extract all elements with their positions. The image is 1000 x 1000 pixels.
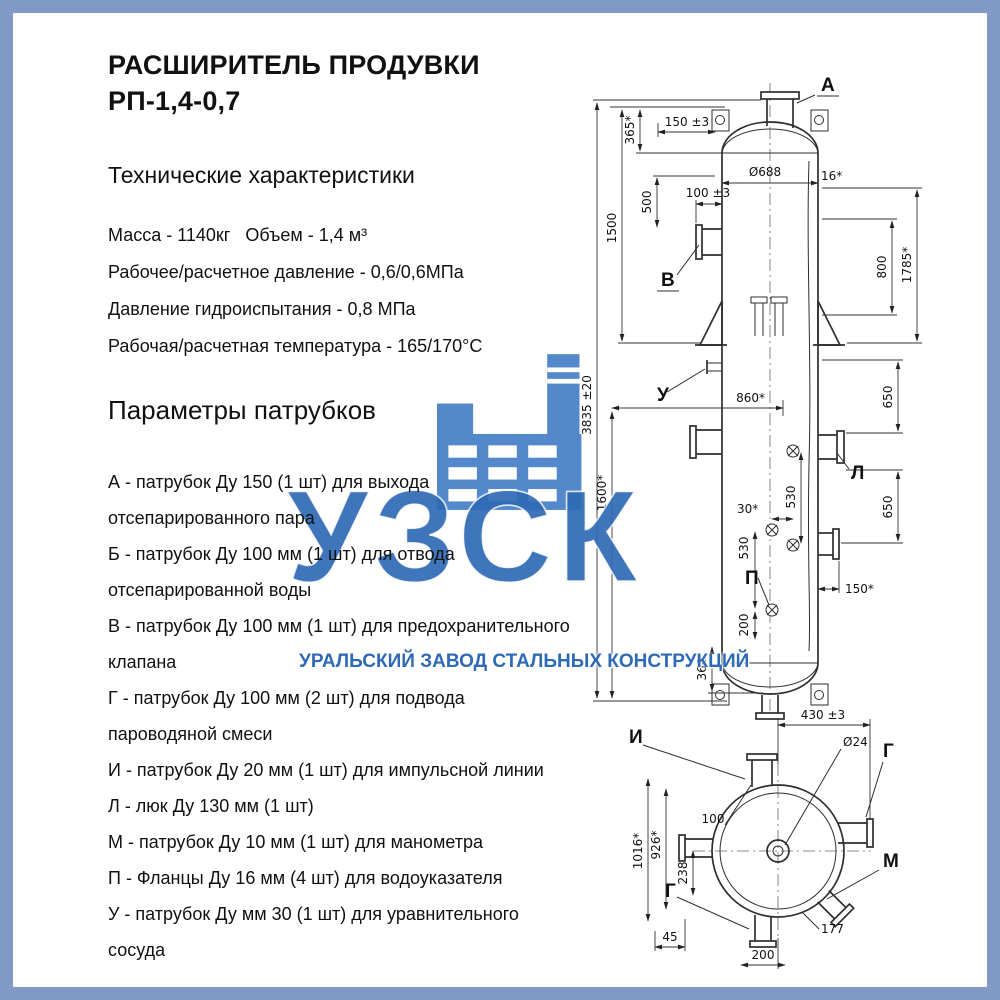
dim-650-lower: 650	[881, 496, 895, 519]
spec-row: Давление гидроиспытания - 0,8 МПа	[108, 298, 416, 319]
dim-200-front: 200	[737, 614, 751, 637]
nozzle-heading: Параметры патрубков	[108, 394, 376, 425]
dim-800: 800	[875, 256, 889, 279]
title-line2: РП-1,4-0,7	[108, 86, 241, 117]
gauge-flange-icon	[765, 444, 800, 617]
spec-panel: РАСШИРИТЕЛЬ ПРОДУВКИ РП-1,4-0,7 Техничес…	[108, 47, 570, 968]
dim-530-right: 530	[784, 486, 798, 509]
dim-45: 45	[662, 930, 677, 944]
tech-heading: Технические характеристики	[108, 161, 415, 188]
dim-365: 365*	[623, 116, 637, 145]
spec-row: Рабочее/расчетное давление - 0,6/0,6МПа	[108, 261, 464, 282]
nozzle-row: И - патрубок Ду 20 мм (1 шт) для импульс…	[108, 759, 544, 780]
front-dimensions: 3835 ±20 1500 365* 500 1600* 150 ±3 100 …	[580, 75, 922, 702]
dim-650-upper: 650	[881, 386, 895, 409]
nozzle-label-a: А	[821, 75, 835, 96]
nozzle-row: Б - патрубок Ду 100 мм (1 шт) для отвода…	[108, 543, 455, 600]
nozzle-row: А - патрубок Ду 150 (1 шт) для выхода от…	[108, 471, 430, 528]
dim-1016: 1016*	[631, 833, 645, 870]
dim-238: 238	[676, 862, 690, 885]
dim-1600: 1600*	[595, 475, 609, 512]
dim-530-left: 530	[737, 537, 751, 560]
nozzle-row: Г - патрубок Ду 100 мм (2 шт) для подвод…	[108, 687, 465, 744]
dim-d24: Ø24	[843, 735, 868, 749]
nozzle-row: П - Фланцы Ду 16 мм (4 шт) для водоуказа…	[108, 867, 503, 888]
dim-100: 100 ±3	[686, 186, 730, 200]
nozzle-list: А - патрубок Ду 150 (1 шт) для выхода от…	[108, 464, 570, 968]
nozzle-row: М - патрубок Ду 10 мм (1 шт) для маномет…	[108, 831, 483, 852]
dim-150-mid: 150*	[845, 582, 874, 596]
dim-d688: Ø688	[749, 165, 781, 179]
dim-1785: 1785*	[900, 247, 914, 284]
nozzle-label-m: М	[883, 851, 899, 872]
nozzle-label-u: У	[657, 385, 669, 406]
dim-100-plan: 100	[702, 812, 725, 826]
dim-3835: 3835 ±20	[580, 375, 594, 435]
spec-row: Масса - 1140кг Объем - 1,4 м³	[108, 224, 368, 245]
dim-150-top: 150 ±3	[665, 115, 709, 129]
nozzle-label-g-right: Г	[883, 741, 894, 762]
dim-16: 16*	[821, 169, 842, 183]
nozzle-label-i: И	[629, 727, 643, 748]
nozzle-row: У - патрубок Ду мм 30 (1 шт) для уравнит…	[108, 903, 519, 960]
plan-view-vessel	[678, 753, 874, 948]
nozzle-label-v: В	[661, 270, 675, 291]
dim-1500: 1500	[605, 213, 619, 244]
dim-177: 177	[821, 922, 844, 936]
nozzle-row: В - патрубок Ду 100 мм (1 шт) для предох…	[108, 615, 570, 672]
dim-200-plan: 200	[752, 948, 775, 962]
plan-dimensions: 430 ±3 Ø24 100 926* 1016* 238 45 200 177…	[629, 708, 899, 969]
nozzle-label-p: П	[745, 568, 759, 589]
nozzle-row: Л - люк Ду 130 мм (1 шт)	[108, 795, 314, 816]
spec-row: Рабочая/расчетная температура - 165/170°…	[108, 335, 483, 356]
technical-drawing: 3835 ±20 1500 365* 500 1600* 150 ±3 100 …	[580, 75, 922, 969]
nozzle-label-g-left: Г	[665, 881, 676, 902]
page-title: РАСШИРИТЕЛЬ ПРОДУВКИ РП-1,4-0,7	[108, 47, 570, 120]
title-line1: РАСШИРИТЕЛЬ ПРОДУВКИ	[108, 50, 480, 80]
dim-500: 500	[640, 191, 654, 214]
tech-spec-list: Масса - 1140кг Объем - 1,4 м³ Рабочее/ра…	[108, 217, 570, 365]
dim-860: 860*	[736, 391, 765, 405]
nozzle-label-l: Л	[851, 463, 864, 484]
dim-30: 30*	[737, 502, 758, 516]
dim-430: 430 ±3	[801, 708, 845, 722]
dim-926: 926*	[649, 831, 663, 860]
dim-368: 368	[695, 658, 709, 681]
